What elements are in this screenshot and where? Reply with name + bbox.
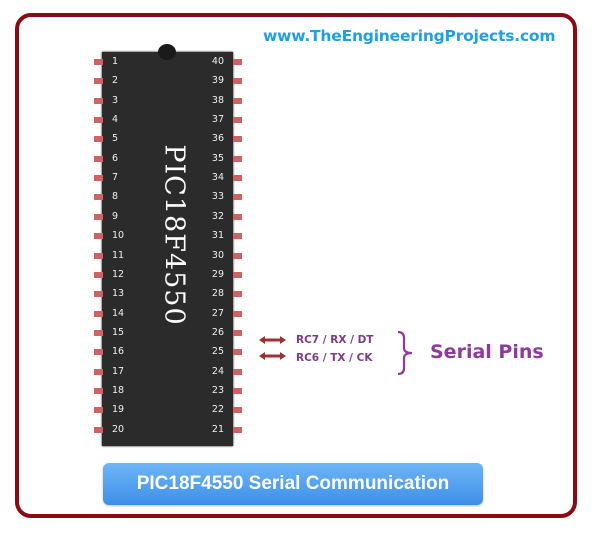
pin-lead-right <box>233 59 242 65</box>
pin-lead-left <box>94 310 103 317</box>
pin-number-left: 16 <box>112 346 125 358</box>
pin-lead-right <box>233 387 242 394</box>
pin-lead-right <box>233 136 242 143</box>
pin-number-right: 22 <box>211 404 224 416</box>
curly-brace-icon <box>397 330 413 376</box>
pin-number-right: 36 <box>211 133 224 145</box>
pin-lead-right <box>233 407 242 414</box>
pin-lead-right <box>233 252 242 259</box>
pin-number-right: 28 <box>211 288 224 300</box>
pin-number-right: 38 <box>211 94 224 106</box>
pin-number-right: 27 <box>211 307 224 319</box>
pin-lead-right <box>233 426 242 433</box>
pin-lead-right <box>233 310 242 317</box>
pin-lead-right <box>233 368 242 375</box>
pin-number-right: 40 <box>211 56 224 67</box>
pin-number-left: 17 <box>112 365 125 377</box>
pin-number-right: 23 <box>211 384 224 396</box>
pin-lead-left <box>94 271 103 278</box>
pin-lead-left <box>94 252 103 259</box>
pin-number-left: 1 <box>112 56 119 67</box>
serial-pins-label: Serial Pins <box>430 341 544 363</box>
pin-lead-right <box>233 78 242 85</box>
pin-number-left: 4 <box>112 114 119 126</box>
pin-number-right: 39 <box>211 75 224 87</box>
pin-lead-left <box>94 368 103 375</box>
pin-lead-left <box>94 349 103 356</box>
pin-number-right: 32 <box>211 210 224 222</box>
pin-lead-left <box>94 175 103 182</box>
pin-lead-right <box>233 271 242 278</box>
pin-lead-left <box>94 78 103 85</box>
pin-lead-right <box>233 213 242 220</box>
pin-number-left: 8 <box>112 191 119 203</box>
pin-number-right: 24 <box>211 365 224 377</box>
chip-notch <box>158 44 176 60</box>
bidirectional-arrow-icon <box>259 336 286 344</box>
banner-title: PIC18F4550 Serial Communication <box>136 473 450 494</box>
pin-lead-left <box>94 407 103 414</box>
pin-lead-right <box>233 233 242 240</box>
pin-number-right: 30 <box>211 249 224 261</box>
pin-lead-right <box>233 117 242 124</box>
pin-number-right: 31 <box>211 230 224 242</box>
serial-pin-rx-label: RC7 / RX / DT <box>296 334 374 346</box>
pin-lead-right <box>233 329 242 336</box>
pin-lead-left <box>94 213 103 220</box>
pin-number-left: 9 <box>112 210 119 222</box>
pin-lead-left <box>94 155 103 162</box>
pin-lead-right <box>233 155 242 162</box>
pin-number-left: 14 <box>112 307 125 319</box>
pin-lead-right <box>233 349 242 356</box>
serial-pin-tx-label: RC6 / TX / CK <box>296 352 373 364</box>
pin-lead-left <box>94 117 103 124</box>
pin-number-left: 13 <box>112 288 125 300</box>
pic18f4550-chip <box>102 44 233 446</box>
pin-number-left: 18 <box>112 384 125 396</box>
pin-number-right: 37 <box>211 114 224 126</box>
pin-number-left: 5 <box>112 133 119 145</box>
pin-number-left: 15 <box>112 326 125 338</box>
pin-lead-right <box>233 97 242 104</box>
bidirectional-arrow-icon <box>259 352 286 360</box>
pin-lead-left <box>94 233 103 240</box>
pin-lead-left <box>94 136 103 143</box>
pin-lead-left <box>94 59 103 65</box>
pin-number-left: 20 <box>112 423 125 435</box>
pin-lead-right <box>233 194 242 201</box>
pin-lead-left <box>94 291 103 298</box>
pin-number-left: 7 <box>112 172 119 184</box>
pin-number-right: 21 <box>211 423 224 435</box>
pin-number-left: 3 <box>112 94 119 106</box>
pin-number-right: 26 <box>211 326 224 338</box>
pin-lead-right <box>233 175 242 182</box>
pin-number-left: 2 <box>112 75 119 87</box>
pin-lead-left <box>94 97 103 104</box>
pin-number-left: 12 <box>112 268 125 280</box>
pin-number-right: 25 <box>211 346 224 358</box>
pin-lead-left <box>94 426 103 433</box>
website-url: www.TheEngineeringProjects.com <box>263 27 556 45</box>
pin-number-right: 34 <box>211 172 224 184</box>
chip-name-text: PIC18F4550 <box>158 144 190 326</box>
pin-number-left: 10 <box>112 230 125 242</box>
pin-number-left: 19 <box>112 404 125 416</box>
pin-lead-left <box>94 387 103 394</box>
pin-number-right: 35 <box>211 152 224 164</box>
title-banner: PIC18F4550 Serial Communication <box>103 463 483 505</box>
pin-number-left: 11 <box>112 249 125 261</box>
pin-lead-left <box>94 329 103 336</box>
pin-lead-right <box>233 291 242 298</box>
chip-label: PIC18F4550 <box>159 135 190 335</box>
pin-number-right: 33 <box>211 191 224 203</box>
diagram-frame <box>15 13 577 518</box>
pin-lead-left <box>94 194 103 201</box>
pin-number-left: 6 <box>112 152 119 164</box>
pin-number-right: 29 <box>211 268 224 280</box>
